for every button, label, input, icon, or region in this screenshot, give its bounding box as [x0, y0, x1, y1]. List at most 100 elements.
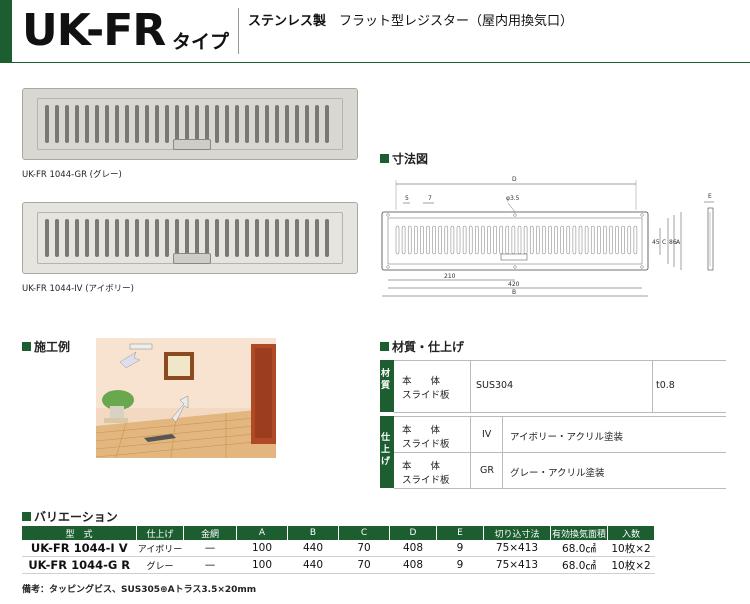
- col-header: 型 式: [22, 526, 137, 540]
- vent-slot: [235, 105, 239, 143]
- drawing-slot: [408, 225, 412, 255]
- product-photo-ivory: [22, 202, 358, 274]
- mat-grade-2: IV: [482, 429, 492, 440]
- drawing-slot: [468, 225, 473, 255]
- col-line: [470, 360, 471, 412]
- drawing-slot: [627, 225, 632, 255]
- vent-slot: [105, 219, 109, 257]
- vent-slot: [215, 105, 219, 143]
- model-title: UK-FR: [22, 5, 166, 56]
- col-header: 切り込寸法: [483, 526, 551, 540]
- dimension-drawing: D 5 7 φ3.5 45 C 86 A E 210 420 B: [381, 176, 714, 297]
- vent-slot: [295, 219, 299, 257]
- vent-slot: [135, 219, 139, 257]
- drawing-slot: [462, 225, 467, 255]
- vent-slot: [265, 219, 269, 257]
- col-header: B: [287, 526, 339, 540]
- cell: 68.0㎠: [550, 540, 608, 557]
- drawing-slot: [584, 225, 589, 255]
- col-header: 金網: [183, 526, 237, 540]
- drawing-slot: [597, 225, 601, 255]
- vent-slot: [255, 219, 259, 257]
- drawing-slot: [590, 225, 595, 255]
- vent-slot: [105, 105, 109, 143]
- example-heading: 施工例: [22, 338, 70, 355]
- cell: 9: [436, 556, 484, 574]
- cell: 10枚×2: [607, 540, 655, 557]
- drawing-slot: [560, 225, 564, 255]
- variation-header-row: 型 式 仕上げ 金網 A B C D E 切り込寸法 有効換気面積 入数: [22, 526, 655, 540]
- dim-label-420: 420: [508, 281, 520, 288]
- mat-part-1b: スライド板: [402, 390, 450, 401]
- header-bar: [0, 0, 750, 63]
- vent-slot: [275, 219, 279, 257]
- mat-extra-1: t0.8: [656, 380, 675, 391]
- drawing-slot: [536, 225, 540, 255]
- row-line: [394, 488, 726, 489]
- vent-slot: [235, 219, 239, 257]
- finish-group-text: 仕上げ: [381, 433, 391, 467]
- product-photo-grey: [22, 88, 358, 160]
- vent-slot: [155, 219, 159, 257]
- mat-value-3: グレー・アクリル塗装: [510, 468, 605, 479]
- row-line: [394, 412, 726, 413]
- cell: 70: [338, 540, 390, 557]
- vent-slot: [155, 105, 159, 143]
- drawing-slot: [578, 225, 583, 255]
- col-header: 有効換気面積: [550, 526, 608, 540]
- slide-knob: [173, 253, 211, 264]
- cell: 70: [338, 556, 390, 574]
- header-desc-bold: ステンレス製: [248, 14, 327, 29]
- dim-label-d: D: [512, 176, 517, 183]
- header-divider: [238, 8, 239, 54]
- drawing-slot: [414, 225, 418, 255]
- material-group-label: [380, 360, 394, 412]
- drawing-slot: [499, 225, 503, 255]
- drawing-slot: [481, 225, 485, 255]
- vent-slot: [325, 219, 329, 257]
- drawing-slot: [475, 225, 479, 255]
- col-header: D: [389, 526, 437, 540]
- vent-slot: [305, 219, 309, 257]
- mat-part-2b: スライド板: [402, 439, 450, 450]
- drawing-slot: [572, 225, 577, 255]
- drawing-slot: [401, 225, 406, 255]
- vent-slot: [275, 105, 279, 143]
- vent-slot: [185, 105, 189, 143]
- header-accent: [0, 0, 12, 62]
- vent-slot: [145, 105, 149, 143]
- col-header: A: [236, 526, 288, 540]
- vent-slot: [225, 105, 229, 143]
- drawing-slot: [529, 225, 534, 255]
- mat-grade-3: GR: [480, 465, 494, 476]
- dim-label-5: 5: [405, 195, 409, 202]
- cell: 10枚×2: [607, 556, 655, 574]
- drawing-slot: [523, 225, 528, 255]
- col-header: 入数: [607, 526, 655, 540]
- mat-value-2: アイボリー・アクリル塗装: [510, 432, 624, 443]
- drawing-slot: [426, 225, 430, 255]
- cell: 408: [389, 556, 437, 574]
- vent-slot: [195, 219, 199, 257]
- drawing-slot: [420, 225, 424, 255]
- drawing-slot: [548, 225, 552, 255]
- vent-slot: [55, 219, 59, 257]
- vent-slot: [65, 105, 69, 143]
- col-header: E: [436, 526, 484, 540]
- drawing-slot: [511, 225, 516, 255]
- mat-part-3b: スライド板: [402, 475, 450, 486]
- vent-slot: [75, 105, 79, 143]
- vent-slot: [305, 105, 309, 143]
- vent-slot: [95, 219, 99, 257]
- vent-slot: [45, 219, 49, 257]
- vent-slot: [115, 105, 119, 143]
- drawing-slot: [432, 225, 436, 255]
- vent-slot: [225, 219, 229, 257]
- vent-slot: [125, 105, 129, 143]
- table-row: UK-FR 1044-I V アイボリー — 100 440 70 408 9 …: [22, 540, 655, 557]
- dim-label-210: 210: [444, 273, 456, 280]
- cell-model: UK-FR 1044-I V: [22, 540, 137, 557]
- material-heading: 材質・仕上げ: [380, 338, 464, 355]
- drawing-slot: [542, 225, 546, 255]
- vent-slot: [245, 105, 249, 143]
